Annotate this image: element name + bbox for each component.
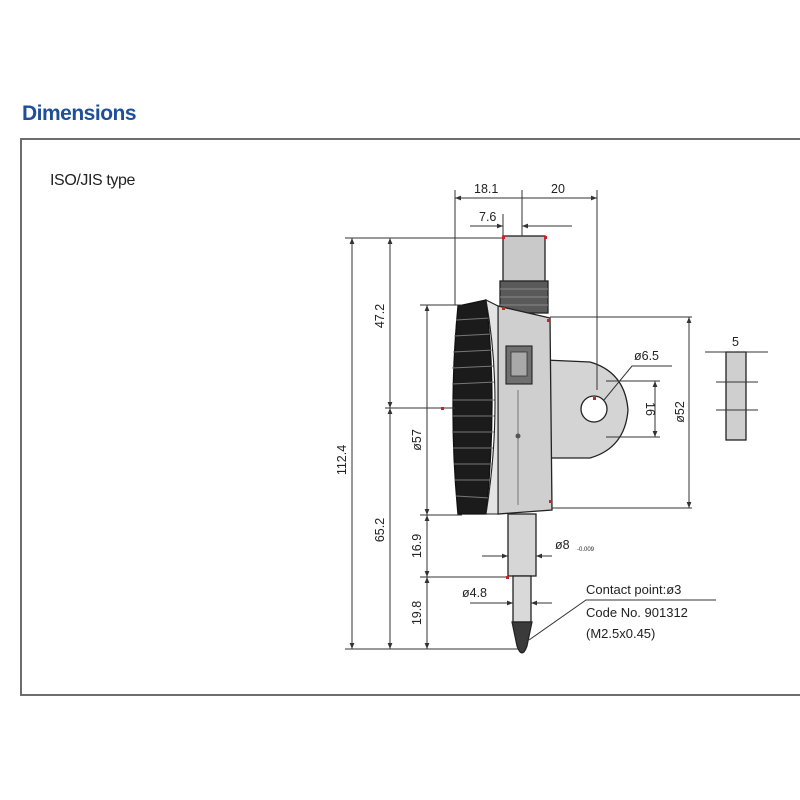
dim-20: 20 — [551, 182, 565, 196]
dim-16: 16 — [643, 402, 657, 416]
dim-52: ø52 — [673, 401, 687, 423]
lug-side-view — [705, 351, 768, 441]
contact-line-1: Contact point:ø3 — [586, 582, 681, 597]
dimensions-panel — [20, 138, 800, 696]
dim-4-8: ø4.8 — [462, 586, 487, 600]
contact-point — [511, 621, 533, 654]
cap-top — [502, 235, 546, 283]
dim-65-2: 65.2 — [373, 518, 387, 542]
extension-lines — [345, 190, 692, 650]
dim-16-9: 16.9 — [410, 534, 424, 558]
dim-8: ø8 — [555, 538, 570, 552]
dim-8-tol: -0.009 — [577, 547, 595, 553]
dim-19-8: 19.8 — [410, 601, 424, 625]
dim-57: ø57 — [410, 429, 424, 451]
dim-5: 5 — [732, 335, 739, 349]
dimension-lines — [349, 195, 716, 649]
bezel — [452, 299, 493, 515]
dim-6-5: ø6.5 — [634, 349, 659, 363]
contact-line-3: (M2.5x0.45) — [586, 626, 655, 641]
indicator-body — [451, 235, 629, 654]
spindle — [512, 575, 532, 623]
lug-hole — [580, 395, 608, 423]
dim-112-4: 112.4 — [335, 445, 349, 475]
dim-18-1: 18.1 — [474, 182, 498, 196]
section-title: Dimensions — [22, 102, 137, 125]
contact-line-2: Code No. 901312 — [586, 605, 688, 620]
main-case — [497, 305, 553, 515]
dim-47-2: 47.2 — [373, 304, 387, 328]
dim-7-6: 7.6 — [479, 210, 496, 224]
stem — [507, 513, 537, 577]
type-label: ISO/JIS type — [50, 172, 136, 189]
